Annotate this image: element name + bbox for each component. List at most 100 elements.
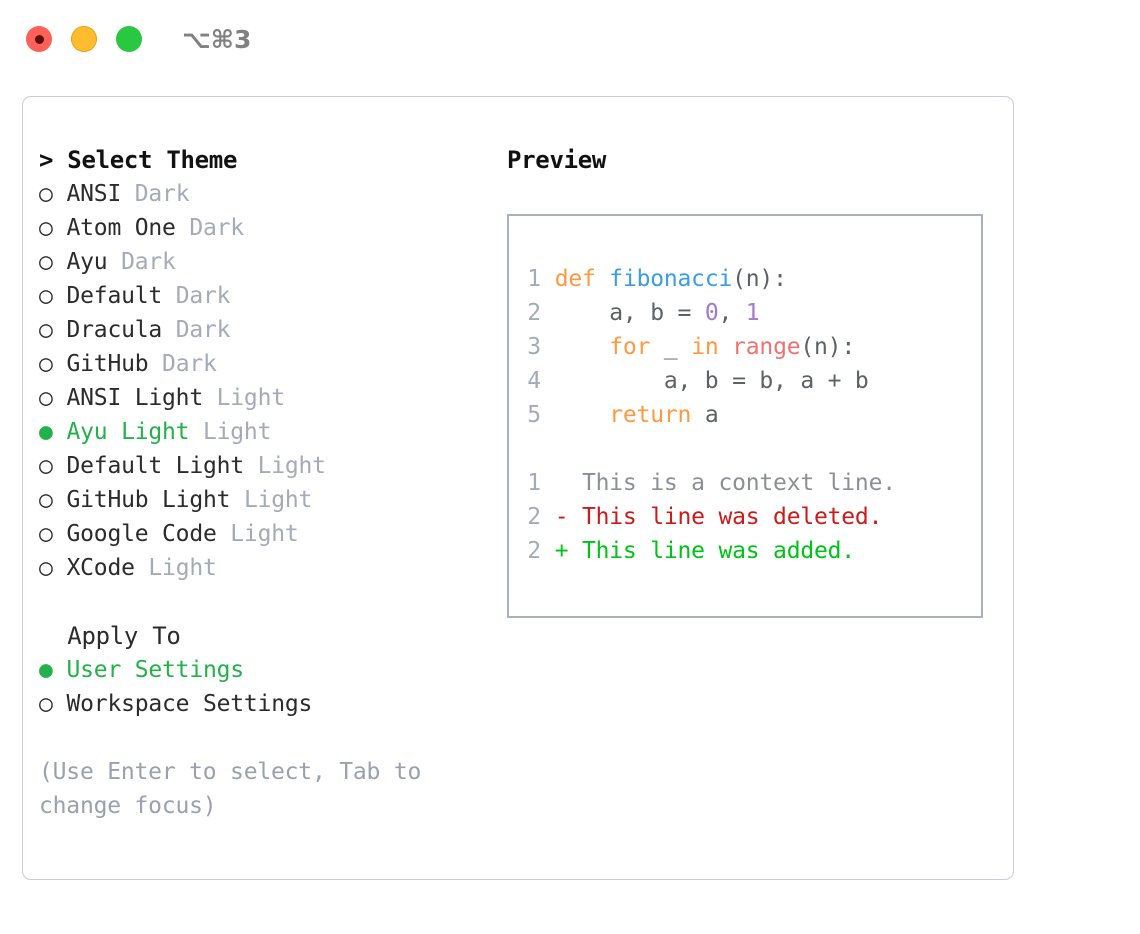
theme-selector-column: > Select Theme ○ ANSI Dark○ Atom One Dar… xyxy=(23,143,493,823)
apply-to-option-user-settings[interactable]: ● User Settings xyxy=(39,653,493,687)
diff-line-add: 2 + This line was added. xyxy=(527,534,981,568)
radio-selected-icon: ● xyxy=(39,657,53,683)
code-line: 3 for _ in range(n): xyxy=(527,330,981,364)
window-controls xyxy=(26,26,142,52)
code-token xyxy=(596,266,610,292)
radio-unselected-icon: ○ xyxy=(39,181,53,207)
theme-option-label: GitHub Light xyxy=(66,487,231,513)
radio-unselected-icon: ○ xyxy=(39,317,53,343)
apply-to-list: ● User Settings○ Workspace Settings xyxy=(39,653,493,721)
maximize-button-icon[interactable] xyxy=(116,26,142,52)
code-token: a xyxy=(691,402,719,428)
radio-unselected-icon: ○ xyxy=(39,453,53,479)
line-number: 2 xyxy=(527,504,541,530)
code-token: 1 xyxy=(745,300,760,326)
apply-to-heading: Apply To xyxy=(39,622,181,650)
minimize-button-icon[interactable] xyxy=(71,26,97,52)
theme-option-label: GitHub xyxy=(66,351,149,377)
diff-line-del: 2- This line was deleted. xyxy=(527,500,981,534)
theme-variant-badge: Light xyxy=(148,555,217,581)
code-token xyxy=(718,334,732,360)
code-token: 0 xyxy=(704,300,719,326)
radio-selected-icon: ● xyxy=(39,419,53,445)
code-token: , xyxy=(718,300,746,326)
theme-option-ansi[interactable]: ○ ANSI Dark xyxy=(39,177,493,211)
theme-variant-badge: Dark xyxy=(162,351,217,377)
line-number: 3 xyxy=(527,334,541,360)
theme-option-ayu-light[interactable]: ● Ayu Light Light xyxy=(39,415,493,449)
theme-option-atom-one[interactable]: ○ Atom One Dark xyxy=(39,211,493,245)
apply-to-option-label: User Settings xyxy=(66,657,245,683)
line-number: 2 xyxy=(527,300,541,326)
code-line: 1 def fibonacci(n): xyxy=(527,262,981,296)
radio-unselected-icon: ○ xyxy=(39,249,53,275)
line-number: 1 xyxy=(527,470,541,496)
theme-option-label: Dracula xyxy=(66,317,163,343)
radio-unselected-icon: ○ xyxy=(39,385,53,411)
theme-option-default[interactable]: ○ Default Dark xyxy=(39,279,493,313)
diff-text: This is a context line. xyxy=(581,470,896,496)
code-token: range xyxy=(732,334,801,360)
diff-marker: + xyxy=(554,538,582,564)
line-number: 5 xyxy=(527,402,541,428)
keyboard-shortcut-label: ⌥⌘3 xyxy=(182,24,252,54)
keyboard-hint-text: (Use Enter to select, Tab to change focu… xyxy=(39,759,422,819)
titlebar: ⌥⌘3 xyxy=(0,0,1140,78)
radio-unselected-icon: ○ xyxy=(39,555,53,581)
code-token: (n): xyxy=(732,266,787,292)
apply-to-option-workspace-settings[interactable]: ○ Workspace Settings xyxy=(39,687,493,721)
theme-option-ansi-light[interactable]: ○ ANSI Light Light xyxy=(39,381,493,415)
apply-to-option-label: Workspace Settings xyxy=(66,691,313,717)
theme-variant-badge: Light xyxy=(202,419,272,445)
theme-variant-badge: Dark xyxy=(175,283,231,309)
diff-sample: 1 This is a context line.2- This line wa… xyxy=(527,466,981,568)
diff-marker xyxy=(555,470,582,496)
radio-unselected-icon: ○ xyxy=(39,691,53,717)
radio-unselected-icon: ○ xyxy=(39,283,53,309)
theme-option-label: Ayu Light xyxy=(66,419,190,445)
theme-option-ayu[interactable]: ○ Ayu Dark xyxy=(39,245,493,279)
code-token: a, b = b, a + b xyxy=(554,368,869,394)
theme-option-dracula[interactable]: ○ Dracula Dark xyxy=(39,313,493,347)
theme-option-label: ANSI Light xyxy=(66,385,204,411)
code-token: fibonacci xyxy=(609,266,733,292)
theme-option-default-light[interactable]: ○ Default Light Light xyxy=(39,449,493,483)
radio-unselected-icon: ○ xyxy=(39,521,53,547)
main-panel: > Select Theme ○ ANSI Dark○ Atom One Dar… xyxy=(22,96,1014,880)
code-line: 4 a, b = b, a + b xyxy=(527,364,981,398)
radio-unselected-icon: ○ xyxy=(39,487,53,513)
code-token: a, b = xyxy=(554,300,705,326)
theme-variant-badge: Dark xyxy=(134,181,190,207)
close-button-icon[interactable] xyxy=(26,26,52,52)
code-line: 5 return a xyxy=(527,398,981,432)
theme-option-label: Ayu xyxy=(66,249,108,275)
line-number: 4 xyxy=(527,368,541,394)
theme-option-label: Google Code xyxy=(66,521,217,547)
theme-variant-badge: Dark xyxy=(189,215,244,241)
code-token: def xyxy=(554,266,596,292)
code-token: return xyxy=(609,402,692,428)
line-number: 2 xyxy=(527,538,541,564)
code-token: for xyxy=(609,334,651,360)
radio-unselected-icon: ○ xyxy=(39,215,53,241)
theme-variant-badge: Light xyxy=(243,487,313,513)
theme-option-github[interactable]: ○ GitHub Dark xyxy=(39,347,493,381)
preview-heading: Preview xyxy=(507,146,607,174)
theme-option-google-code[interactable]: ○ Google Code Light xyxy=(39,517,493,551)
line-number: 1 xyxy=(527,266,541,292)
diff-text: This line was added. xyxy=(581,538,855,564)
theme-list: ○ ANSI Dark○ Atom One Dark○ Ayu Dark○ De… xyxy=(39,177,493,585)
code-token: in xyxy=(691,334,719,360)
theme-option-github-light[interactable]: ○ GitHub Light Light xyxy=(39,483,493,517)
theme-option-xcode[interactable]: ○ XCode Light xyxy=(39,551,493,585)
diff-marker: - xyxy=(554,504,582,530)
theme-variant-badge: Light xyxy=(257,453,326,479)
theme-variant-badge: Light xyxy=(216,385,285,411)
code-token xyxy=(555,402,610,428)
code-token: (n): xyxy=(800,334,855,360)
diff-line-ctx: 1 This is a context line. xyxy=(527,466,981,500)
